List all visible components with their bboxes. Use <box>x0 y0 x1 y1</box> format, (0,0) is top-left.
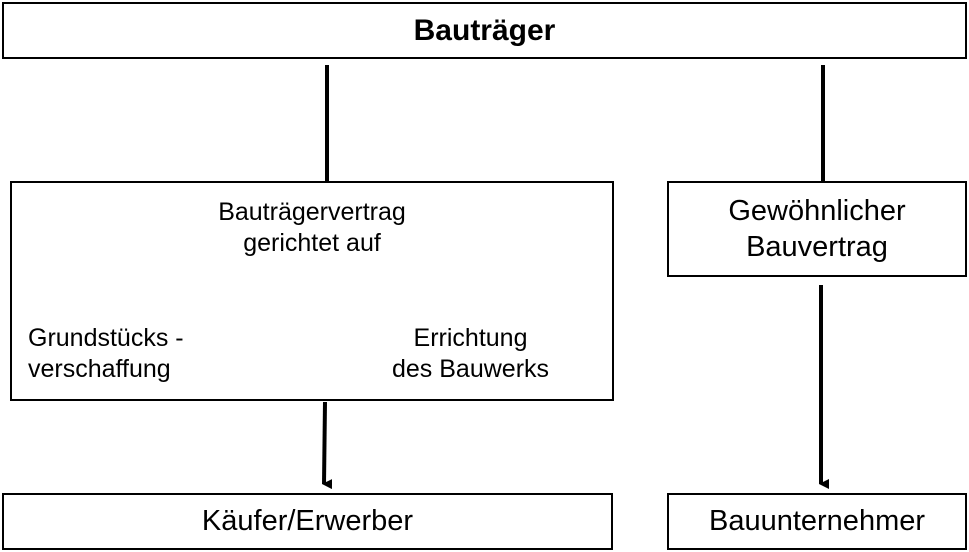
construction-line1: Errichtung <box>413 324 528 352</box>
land-procurement-label: Grundstücks - verschaffung <box>28 323 184 385</box>
developer-contract-title: Bauträgervertrag gerichtet auf <box>12 197 612 259</box>
buyer-box: Käufer/Erwerber <box>2 493 613 550</box>
contractor-label: Bauunternehmer <box>708 505 926 537</box>
buyer-label: Käufer/Erwerber <box>201 505 414 537</box>
ordinary-contract-label: Gewöhnlicher Bauvertrag <box>728 193 905 265</box>
contractor-box: Bauunternehmer <box>667 493 967 550</box>
developer-box: Bauträger <box>2 2 967 59</box>
ordinary-contract-line1: Gewöhnlicher <box>728 195 906 227</box>
ordinary-contract-box: Gewöhnlicher Bauvertrag <box>667 181 967 277</box>
developer-contract-box: Bauträgervertrag gerichtet auf Grundstüc… <box>10 181 614 401</box>
ordinary-contract-line2: Bauvertrag <box>746 231 888 263</box>
land-procurement-line2: verschaffung <box>28 355 171 383</box>
construction-label: Errichtung des Bauwerks <box>392 323 549 385</box>
developer-contract-title-line2: gerichtet auf <box>243 229 381 257</box>
construction-line2: des Bauwerks <box>392 355 550 383</box>
developer-label: Bauträger <box>413 13 556 47</box>
arrow-contract-to-buyer <box>322 401 333 490</box>
developer-contract-title-line1: Bauträgervertrag <box>218 198 406 226</box>
land-procurement-line1: Grundstücks - <box>28 324 184 352</box>
